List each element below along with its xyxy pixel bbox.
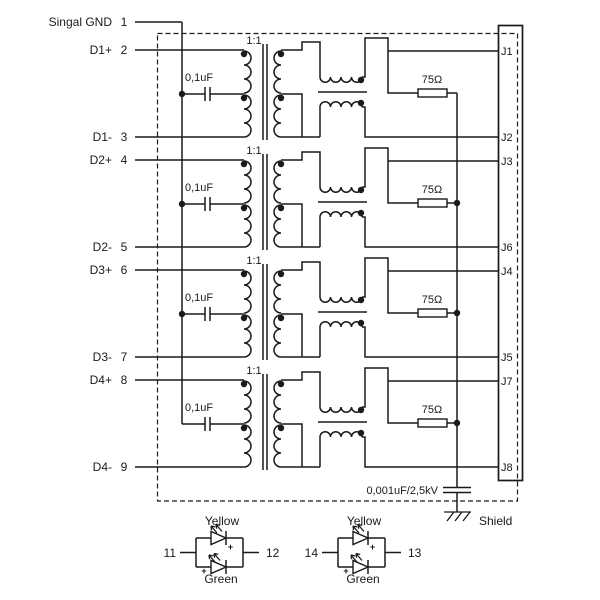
shield-junction-dot <box>453 199 461 207</box>
port-label-j2: J2 <box>501 132 513 144</box>
port-label-j3: J3 <box>501 156 513 168</box>
hv-cap-label: 0,001uF/2,5kV <box>366 485 438 497</box>
transformer-ratio-label: 1:1 <box>246 255 261 267</box>
shield-junction-dot <box>453 309 461 317</box>
pin-number-2: 2 <box>121 43 128 57</box>
connector-box <box>497 24 524 482</box>
pin-number-5: 5 <box>121 240 128 254</box>
hv-capacitor <box>443 486 471 512</box>
resistor-label: 75Ω <box>422 74 442 86</box>
pin-number-6: 6 <box>121 263 128 277</box>
shield-label: Shield <box>479 514 512 528</box>
pin-label-d2m: D2- <box>93 240 112 254</box>
shield-junction-dot <box>453 419 461 427</box>
led2-left-pin-number: 14 <box>305 546 319 560</box>
led1-top-plus-sign: + <box>228 542 233 552</box>
pin-label-d3p: D3+ <box>90 263 112 277</box>
led1-bottom-plus-sign: + <box>201 566 206 576</box>
pin-number-4: 4 <box>121 153 128 167</box>
pin-label-d2p: D2+ <box>90 153 112 167</box>
pin-label-d1p: D1+ <box>90 43 112 57</box>
led2-top-color-label: Yellow <box>347 514 382 528</box>
coupling-cap-label: 0,1uF <box>185 292 213 304</box>
led1-bottom-color-label: Green <box>204 572 237 586</box>
resistor-label: 75Ω <box>422 294 442 306</box>
pin-number-7: 7 <box>121 350 128 364</box>
transformer-ratio-label: 1:1 <box>246 145 261 157</box>
resistor-label: 75Ω <box>422 184 442 196</box>
pin-label-d3m: D3- <box>93 350 112 364</box>
led2-top-plus-sign: + <box>370 542 375 552</box>
transformer-ratio-label: 1:1 <box>246 35 261 47</box>
led2-right-pin-number: 13 <box>408 546 422 560</box>
led1-top-color-label: Yellow <box>205 514 240 528</box>
pin-number-8: 8 <box>121 373 128 387</box>
resistor-label: 75Ω <box>422 404 442 416</box>
led2-bottom-plus-sign: + <box>343 566 348 576</box>
port-label-j4: J4 <box>501 266 513 278</box>
pin-number-1: 1 <box>121 15 128 29</box>
port-label-j5: J5 <box>501 352 513 364</box>
pin-label-d4m: D4- <box>93 460 112 474</box>
port-label-j1: J1 <box>501 46 513 58</box>
coupling-cap-label: 0,1uF <box>185 182 213 194</box>
led1-right-pin-number: 12 <box>266 546 280 560</box>
coupling-cap-label: 0,1uF <box>185 402 213 414</box>
pin-number-9: 9 <box>121 460 128 474</box>
port-label-j7: J7 <box>501 376 513 388</box>
module-dashed-border <box>156 32 519 502</box>
transformer-ratio-label: 1:1 <box>246 365 261 377</box>
led2-bottom-color-label: Green <box>346 572 379 586</box>
port-label-j6: J6 <box>501 242 513 254</box>
coupling-cap-label: 0,1uF <box>185 72 213 84</box>
pin-label-d4p: D4+ <box>90 373 112 387</box>
led1-left-pin-number: 11 <box>164 546 177 560</box>
pin-label-signal-gnd: Singal GND <box>49 15 113 29</box>
port-label-j8: J8 <box>501 462 513 474</box>
chassis-ground-icon <box>444 511 471 522</box>
pin-label-d1m: D1- <box>93 130 112 144</box>
pin-number-3: 3 <box>121 130 128 144</box>
